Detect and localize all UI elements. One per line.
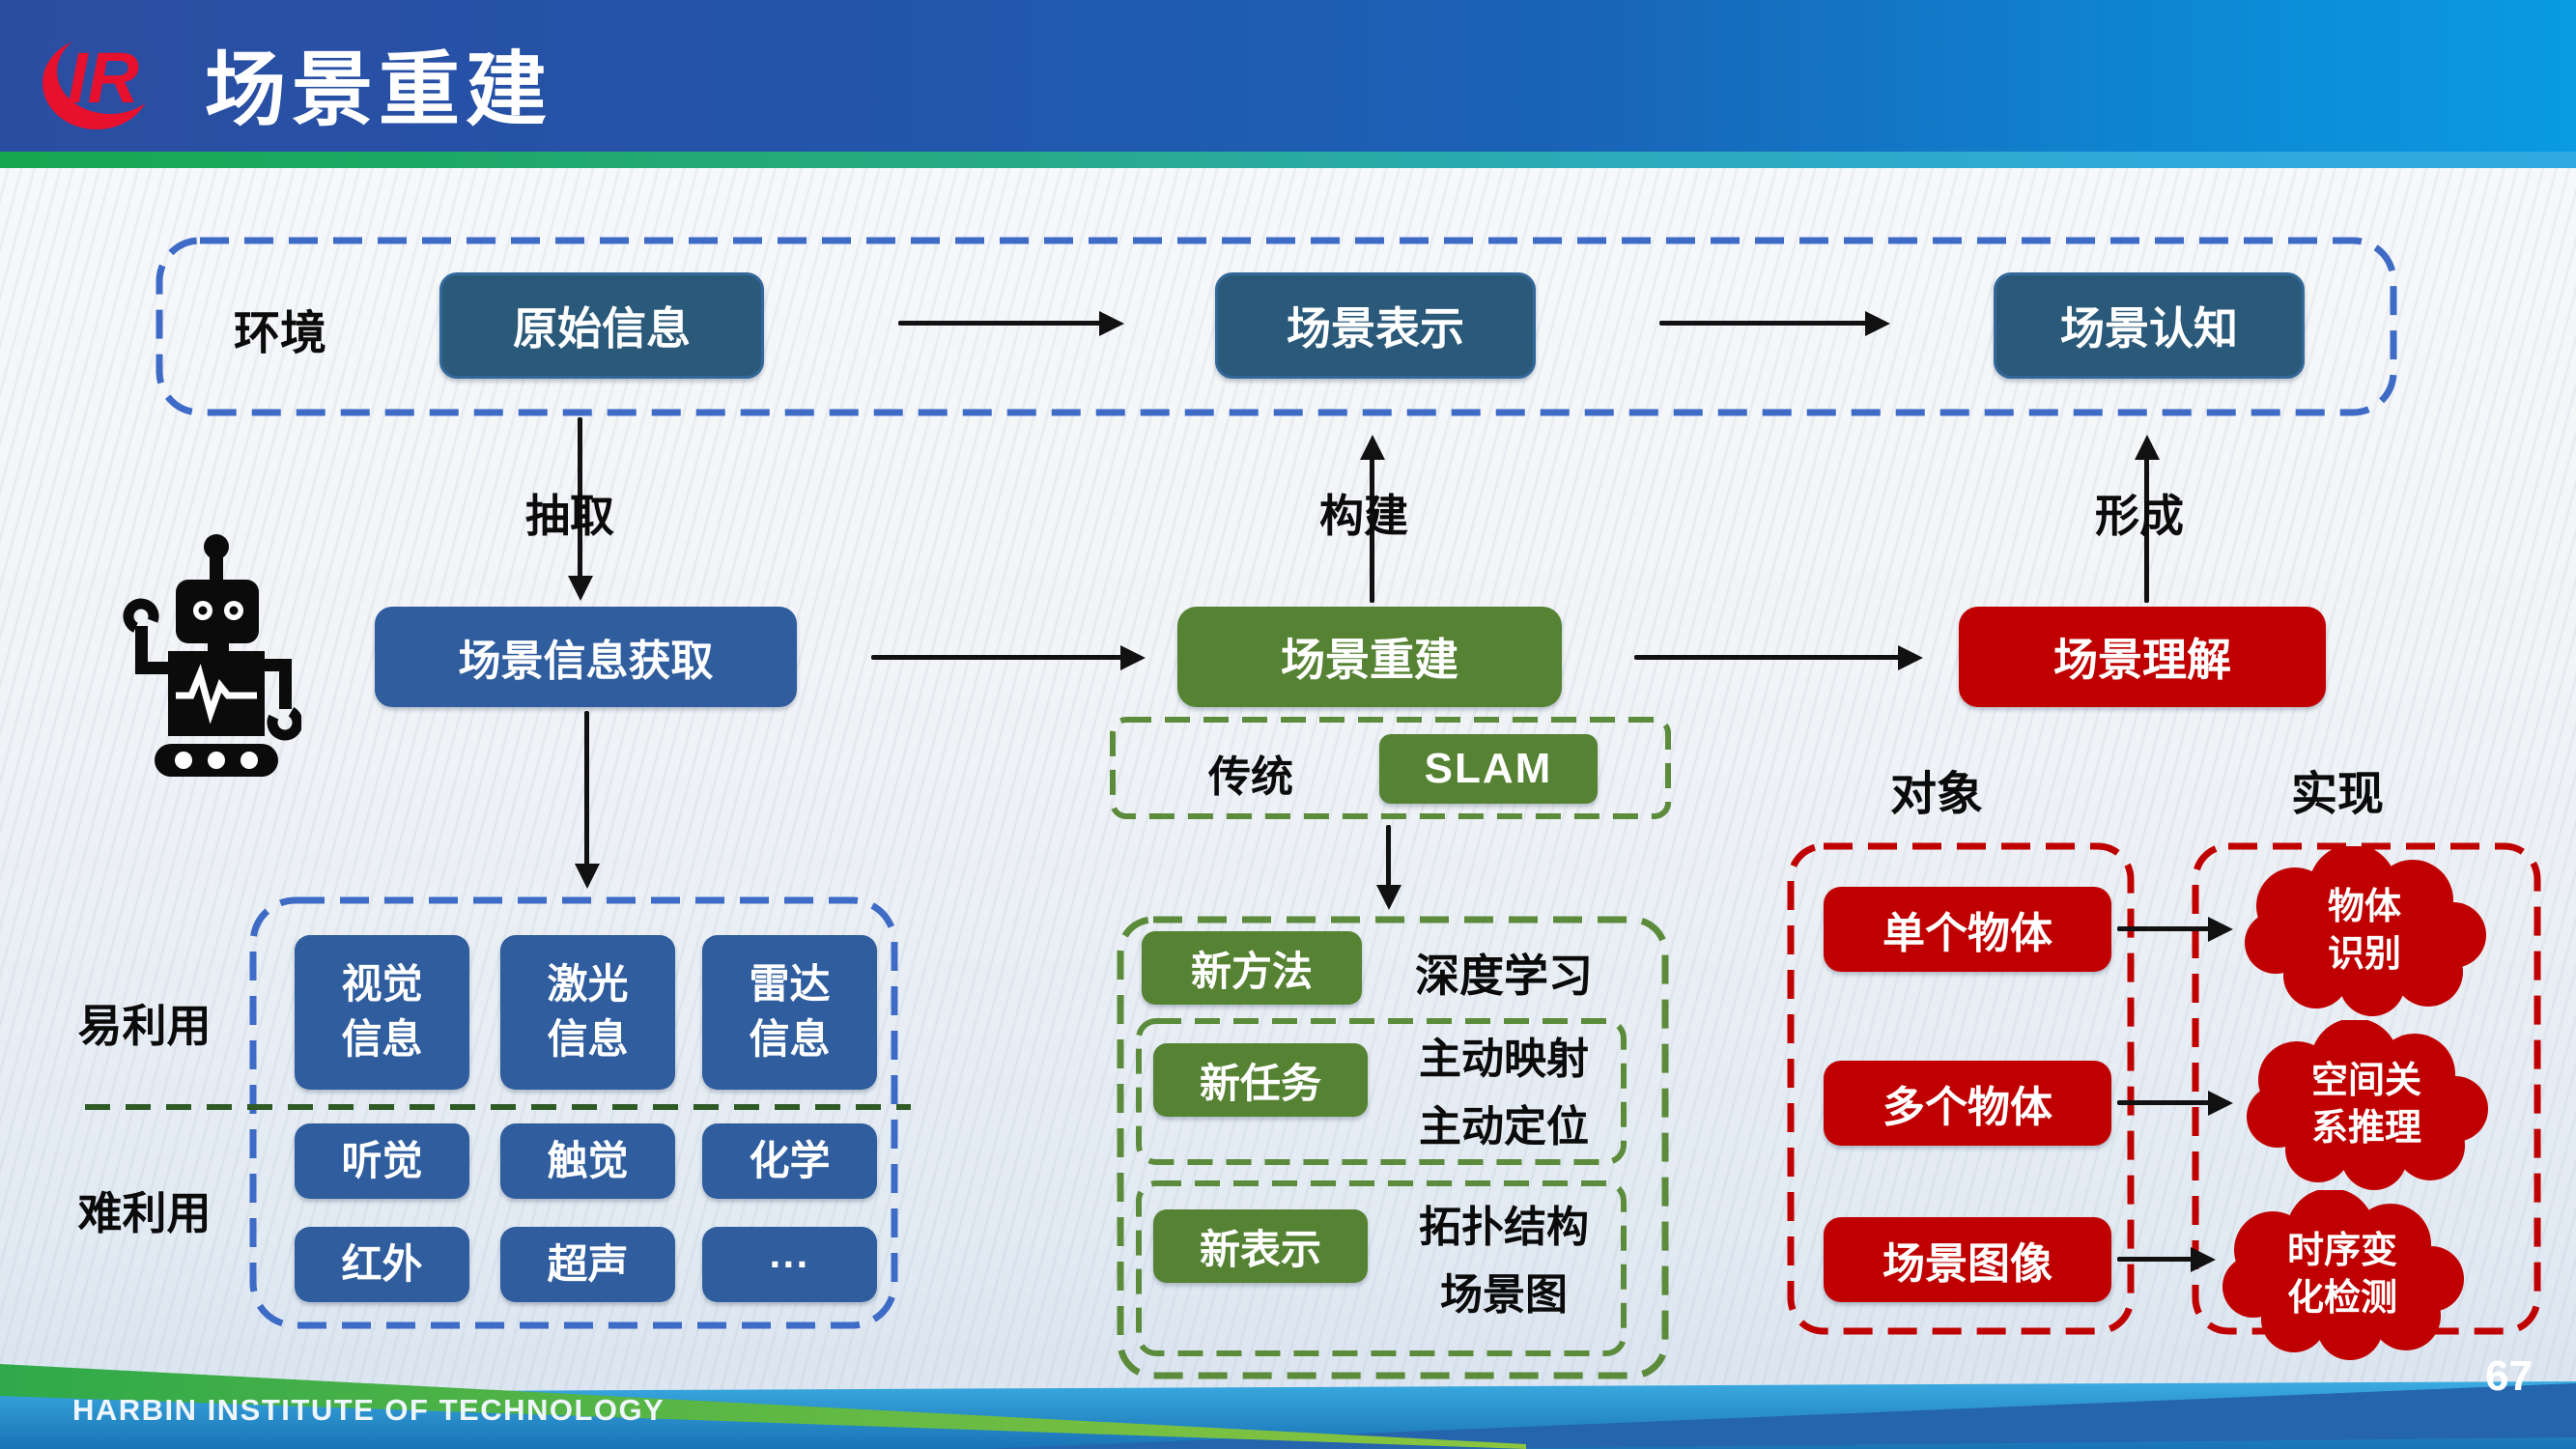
footer-institution: HARBIN INSTITUTE OF TECHNOLOGY [72,1393,665,1427]
new-method-tag: 新方法 [1142,931,1362,1005]
header-accent-stripe [0,152,2576,168]
cloud-text: 物体 识别 [2327,886,2401,975]
sensors-box [249,896,898,1329]
arrow-build-up [1370,456,1374,603]
objects-column-label: 对象 [1889,769,1983,820]
node-scene-understanding: 场景理解 [1959,607,2326,707]
node-scene-info-acquisition: 场景信息获取 [375,607,797,707]
environment-label: 环境 [233,308,326,359]
objects-box [1787,842,2135,1335]
form-label: 形成 [2095,491,2184,541]
node-scene-reconstruction: 场景重建 [1177,607,1562,707]
node-scene-cognition: 场景认知 [1994,272,2305,379]
cloud-text: 时序变 化检测 [2286,1230,2397,1319]
new-representation-tag: 新表示 [1153,1209,1368,1283]
page-title: 场景重建 [205,44,553,135]
page-number: 67 [2485,1352,2533,1400]
arrow-raw-to-representation [898,321,1101,326]
object-scene-image: 场景图像 [1824,1217,2111,1302]
arrow-representation-to-cognition [1659,321,1867,326]
arrow-slam-to-methods [1386,825,1391,889]
sensor-infrared: 红外 [295,1227,469,1302]
new-representation-desc: 拓扑结构 场景图 [1419,1204,1589,1320]
cloud-spatial-relation: 空间关 系推理 [2241,1020,2492,1190]
new-task-tag: 新任务 [1153,1043,1368,1117]
sensor-chemical: 化学 [702,1123,877,1199]
slam-button: SLAM [1379,734,1598,804]
arrow-acquire-to-reconstruct [871,655,1122,660]
methods-box [1117,916,1669,1379]
sensor-laser: 激光 信息 [500,935,675,1090]
node-scene-representation: 场景表示 [1215,272,1536,379]
object-multiple: 多个物体 [1824,1061,2111,1146]
new-method-desc: 深度学习 [1415,951,1593,1001]
arrow-multiple-to-relation [2117,1100,2210,1105]
svg-text:IR: IR [68,38,139,118]
arrow-extract-down [578,417,582,580]
node-raw-information: 原始信息 [439,272,764,379]
arrow-reconstruct-to-understand [1634,655,1900,660]
new-representation-box [1136,1180,1627,1356]
traditional-label: 传统 [1208,753,1293,801]
hit-ir-logo-icon: IR [39,19,166,131]
footer-bands [0,1309,2576,1449]
arrow-image-to-change [2117,1257,2193,1262]
hard-to-use-label: 难利用 [77,1188,212,1238]
traditional-slam-box [1110,717,1671,819]
cloud-object-recognition: 物体 识别 [2239,846,2490,1016]
sensor-radar: 雷达 信息 [702,935,877,1090]
easy-hard-divider [85,1103,911,1111]
new-task-desc: 主动映射 主动定位 [1419,1036,1589,1151]
build-label: 构建 [1319,491,1408,541]
robot-icon [108,533,303,777]
environment-flow-box [156,237,2397,416]
cloud-temporal-change: 时序变 化检测 [2217,1190,2468,1360]
object-single: 单个物体 [1824,887,2111,972]
new-task-box [1136,1018,1627,1165]
arrow-single-to-recognition [2117,926,2210,931]
cloud-text: 空间关 系推理 [2310,1060,2421,1149]
sensor-ellipsis: ··· [702,1227,877,1302]
sensor-tactile: 触觉 [500,1123,675,1199]
sensor-visual: 视觉 信息 [295,935,469,1090]
arrow-form-up [2144,456,2149,603]
sensor-auditory: 听觉 [295,1123,469,1199]
arrow-acquire-to-sensors [584,711,589,867]
sensor-ultrasonic: 超声 [500,1227,675,1302]
realization-column-label: 实现 [2290,769,2384,820]
easy-to-use-label: 易利用 [77,1001,212,1051]
header-bar [0,0,2576,152]
extract-label: 抽取 [525,491,614,541]
